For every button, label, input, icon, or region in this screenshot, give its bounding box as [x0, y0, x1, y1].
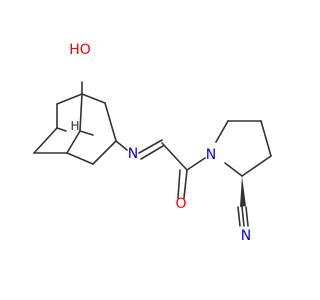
- bond: [241, 155, 272, 177]
- bond: [104, 102, 117, 142]
- pyrrolidine-ring: [215, 120, 272, 227]
- bond: [79, 93, 83, 132]
- bond-n-c-upper: [138, 139, 163, 154]
- stereo-wedge: [240, 176, 246, 207]
- bond-c-n: [115, 140, 128, 151]
- carbonyl-o-label: O: [175, 196, 186, 212]
- bond: [79, 130, 94, 136]
- bond: [92, 140, 117, 165]
- bond: [215, 120, 229, 143]
- nitrile-bond-b: [237, 206, 241, 227]
- imine-n-label: N: [128, 146, 138, 162]
- bond-c-o-a: [183, 169, 188, 199]
- bridgehead-h-label: H: [70, 119, 79, 133]
- bond: [33, 127, 58, 154]
- bond: [56, 93, 83, 105]
- bond-c-ringn: [186, 157, 206, 171]
- ring-n-label: N: [206, 147, 216, 163]
- bond: [56, 127, 67, 132]
- imine-linker: [115, 139, 206, 199]
- bond: [224, 162, 243, 177]
- bond: [66, 152, 94, 165]
- bond-n-c-lower: [140, 145, 164, 160]
- bond-c-o-b: [177, 169, 181, 199]
- nitrile-bond-c: [245, 206, 249, 227]
- hydroxyl-label: HO: [69, 42, 91, 58]
- adamantane-cage: [33, 81, 117, 165]
- bond: [260, 120, 272, 157]
- bond: [66, 130, 81, 154]
- bond: [81, 93, 106, 104]
- bond-c-carbonyl: [161, 142, 188, 171]
- molecule-diagram: HO H N O N N: [33, 42, 272, 244]
- atom-labels: HO H N O N N: [69, 42, 251, 244]
- nitrile-bond-a: [241, 206, 245, 227]
- structure-canvas: HO H N O N N: [33, 42, 272, 244]
- nitrile-n-label: N: [241, 228, 251, 244]
